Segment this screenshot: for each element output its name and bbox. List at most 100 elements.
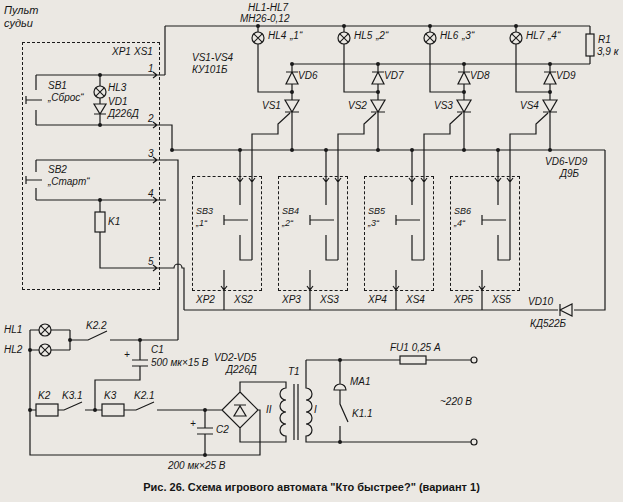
- lamp-cross: [41, 326, 49, 334]
- part-label: 3,9 к: [597, 46, 618, 57]
- console-heading: Пульт судьи: [4, 4, 62, 30]
- part-label: HL1: [4, 324, 22, 335]
- part-label: VS1-VS4: [192, 52, 233, 63]
- part-label: 5: [148, 256, 154, 267]
- part-label: XS1: [134, 46, 153, 57]
- button-label: SB5: [368, 205, 433, 217]
- part-label: SB2: [48, 164, 67, 175]
- part-label: MA1: [350, 376, 371, 387]
- resistor-symbol: [586, 34, 594, 56]
- part-label: +: [190, 418, 196, 429]
- part-label: 2: [148, 113, 154, 124]
- relay-coil: [36, 404, 58, 416]
- part-label: K1: [108, 216, 120, 227]
- part-label: 4: [148, 188, 154, 199]
- part-label: VD7: [384, 70, 403, 81]
- part-label: C1: [151, 344, 164, 355]
- part-label: HL5: [354, 30, 372, 41]
- power-wiring: [30, 330, 471, 455]
- part-label: МН26-0,12: [240, 13, 289, 24]
- channel-4: [479, 24, 557, 310]
- part-label: HL2: [4, 344, 22, 355]
- part-label: VD9: [556, 70, 575, 81]
- part-label: FU1 0,25 А: [390, 342, 441, 353]
- part-label: VS2: [348, 100, 367, 111]
- part-label: HL4: [268, 30, 286, 41]
- button-label: SB6: [454, 205, 519, 217]
- part-label: HL3: [108, 82, 126, 93]
- part-label: K2.1: [134, 390, 155, 401]
- channel-2: [307, 24, 385, 310]
- part-label: K1.1: [352, 408, 373, 419]
- part-label: XS5: [492, 294, 511, 305]
- part-label: II: [266, 404, 272, 415]
- channel-1: [221, 24, 299, 310]
- part-label: XS3: [320, 294, 339, 305]
- part-label: +: [124, 349, 130, 360]
- mains-terminal: [471, 357, 477, 363]
- part-label: SB1: [48, 80, 67, 91]
- part-label: „4“: [548, 30, 560, 41]
- button-label: SB4: [282, 205, 347, 217]
- part-label: „1“: [290, 30, 302, 41]
- lamp-cross: [96, 88, 104, 96]
- part-label: VD1: [108, 96, 127, 107]
- console-box: Пульт судьи: [22, 42, 160, 290]
- junction-dots: [28, 73, 342, 457]
- part-label: „2“: [376, 30, 388, 41]
- part-label: КУ101Б: [192, 64, 227, 75]
- part-label: „3“: [462, 30, 474, 41]
- part-label: VD6: [298, 70, 317, 81]
- lamp-cross: [41, 346, 49, 354]
- button-label: SB3: [196, 205, 261, 217]
- part-label: VD2-VD5: [214, 352, 256, 363]
- part-label: XP3: [282, 294, 301, 305]
- button-box: SB3„1“: [192, 176, 262, 291]
- part-label: Д226Д: [226, 364, 257, 375]
- part-label: XP4: [368, 294, 387, 305]
- part-label: 200 мк×25 В: [168, 460, 225, 471]
- part-label: 1: [148, 63, 154, 74]
- button-box: SB6„4“: [450, 176, 520, 291]
- part-label: ~220 В: [440, 396, 472, 407]
- part-label: T1: [288, 366, 300, 377]
- part-label: 3: [148, 148, 154, 159]
- part-label: VS3: [434, 100, 453, 111]
- part-label: C2: [216, 424, 229, 435]
- part-label: „Сброс“: [48, 92, 84, 103]
- button-label: „4“: [454, 217, 519, 229]
- part-label: XP5: [454, 294, 473, 305]
- lamp-symbol: [39, 344, 51, 356]
- part-label: XS4: [406, 294, 425, 305]
- lamp-symbol: [39, 324, 51, 336]
- diode-symbol: [560, 304, 572, 316]
- channel-3: [393, 24, 471, 310]
- part-label: R1: [598, 34, 611, 45]
- figure-caption: Рис. 26. Схема игрового автомата "Кто бы…: [0, 480, 623, 494]
- part-label: Д9Б: [560, 168, 579, 179]
- part-label: Д226Д: [108, 108, 139, 119]
- button-box: SB5„3“: [364, 176, 434, 291]
- part-label: VD6-VD9: [545, 156, 587, 167]
- button-box: SB4„2“: [278, 176, 348, 291]
- part-label: XS2: [234, 294, 253, 305]
- part-label: K3: [104, 390, 116, 401]
- relay-coil: [102, 404, 124, 416]
- part-label: HL6: [440, 30, 458, 41]
- bus-wiring: [165, 26, 605, 310]
- part-label: VS4: [520, 100, 539, 111]
- mains-terminal: [471, 439, 477, 445]
- part-label: HL7: [526, 30, 544, 41]
- part-label: I: [314, 404, 317, 415]
- lamp-symbol: [94, 86, 106, 98]
- part-label: VS1: [262, 100, 281, 111]
- part-label: КД522Б: [530, 318, 566, 329]
- part-label: VD8: [470, 70, 489, 81]
- part-label: K3.1: [62, 390, 83, 401]
- button-label: „1“: [196, 217, 261, 229]
- button-label: „3“: [368, 217, 433, 229]
- part-label: VD10: [528, 296, 553, 307]
- fuse-symbol: [400, 356, 426, 364]
- relay-coil: [95, 212, 105, 232]
